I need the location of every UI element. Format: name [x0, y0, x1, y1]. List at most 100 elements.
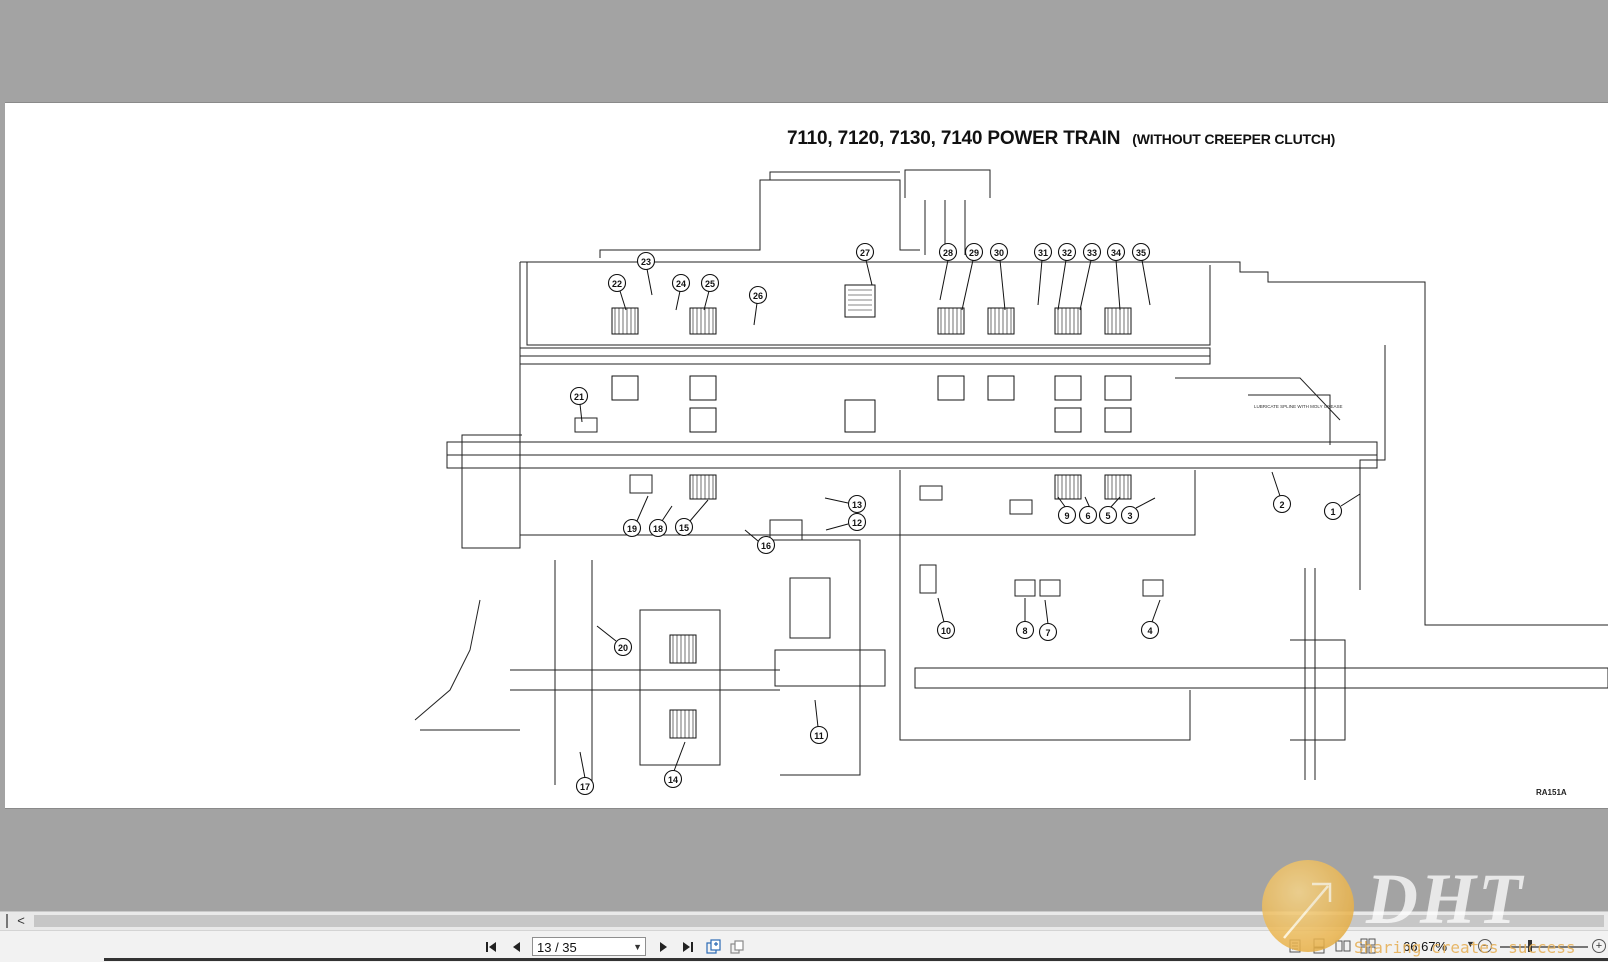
zoom-out-icon[interactable]: − — [1478, 939, 1492, 953]
page-title: 7110, 7120, 7130, 7140 POWER TRAIN (WITHO… — [787, 128, 1335, 150]
last-page-button[interactable] — [678, 937, 698, 957]
callout-30: 30 — [989, 242, 1009, 311]
callout-30-label: 30 — [994, 248, 1004, 258]
callout-5-label: 5 — [1105, 511, 1110, 521]
previous-page-button[interactable] — [507, 937, 527, 957]
window-bottom-edge — [104, 958, 1608, 961]
callout-23: 23 — [636, 251, 656, 296]
single-page-view-icon[interactable] — [1287, 938, 1303, 954]
power-train-diagram: 1 2 3 4 5 6 7 8 9 10 11 12 13 14 15 16 1… — [414, 169, 1608, 796]
callout-22-label: 22 — [612, 279, 622, 289]
callout-21: 21 — [569, 386, 589, 423]
callout-24: 24 — [671, 273, 691, 311]
callout-23-label: 23 — [641, 257, 651, 267]
callout-27-label: 27 — [860, 248, 870, 258]
scroll-splitter[interactable] — [6, 914, 8, 928]
callout-10: 10 — [936, 597, 956, 640]
callout-27: 27 — [855, 242, 875, 286]
callout-13: 13 — [824, 494, 867, 514]
callout-12-label: 12 — [852, 518, 862, 528]
callout-8-label: 8 — [1022, 626, 1027, 636]
callout-9-label: 9 — [1064, 511, 1069, 521]
callout-1: 1 — [1323, 493, 1361, 521]
callout-28: 28 — [938, 242, 958, 301]
callout-19-label: 19 — [627, 524, 637, 534]
callout-3: 3 — [1120, 497, 1156, 525]
callout-35-label: 35 — [1136, 248, 1146, 258]
callout-11-label: 11 — [814, 731, 824, 741]
callout-22: 22 — [607, 273, 627, 311]
callout-17: 17 — [575, 751, 595, 796]
callout-4-label: 4 — [1147, 626, 1152, 636]
prev-page-icon — [513, 942, 520, 952]
zoom-slider-knob[interactable] — [1528, 940, 1532, 952]
document-viewer[interactable]: 1 2 3 4 5 6 7 8 9 10 11 12 13 14 15 16 1… — [0, 0, 1608, 912]
diagram-subtitle: (WITHOUT CREEPER CLUTCH) — [1132, 131, 1336, 147]
page-number-field[interactable]: 13 / 35 ▼ — [532, 937, 646, 956]
first-page-icon — [486, 942, 496, 952]
callout-14-label: 14 — [668, 775, 678, 785]
callout-15-label: 15 — [679, 523, 689, 533]
zoom-in-icon[interactable]: + — [1592, 939, 1606, 953]
callout-7-label: 7 — [1045, 628, 1050, 638]
horizontal-scrollbar[interactable]: < — [0, 911, 1608, 930]
zoom-level[interactable]: 66.67% — [1403, 939, 1448, 954]
callout-18-label: 18 — [653, 524, 663, 534]
add-page-button[interactable] — [703, 937, 723, 957]
page-copy-icon — [730, 940, 744, 954]
continuous-view-icon[interactable] — [1311, 938, 1327, 954]
scroll-left-button[interactable]: < — [17, 913, 25, 928]
callout-34: 34 — [1106, 242, 1126, 311]
callout-2-label: 2 — [1279, 500, 1284, 510]
callout-26: 26 — [748, 285, 768, 326]
callout-14: 14 — [663, 741, 686, 789]
callout-25-label: 25 — [705, 279, 715, 289]
scroll-thumb[interactable] — [34, 915, 1604, 927]
page-number-value: 13 / 35 — [537, 940, 577, 955]
callout-25: 25 — [700, 273, 720, 311]
copy-page-button[interactable] — [727, 937, 747, 957]
callout-35: 35 — [1131, 242, 1151, 306]
callout-3-label: 3 — [1127, 511, 1132, 521]
callout-31: 31 — [1033, 242, 1053, 306]
page-add-icon — [706, 939, 721, 954]
callout-10-label: 10 — [941, 626, 951, 636]
callout-6-label: 6 — [1085, 511, 1090, 521]
callout-2: 2 — [1271, 471, 1292, 514]
figure-code: RA151A — [1536, 788, 1567, 797]
next-page-button[interactable] — [653, 937, 673, 957]
callout-21-label: 21 — [574, 392, 584, 402]
page-dropdown-icon[interactable]: ▼ — [633, 942, 642, 952]
callout-6: 6 — [1078, 496, 1098, 525]
zoom-dropdown-icon[interactable]: ▼ — [1466, 939, 1475, 949]
callout-5: 5 — [1098, 496, 1121, 525]
callout-9: 9 — [1057, 496, 1077, 525]
two-page-view-icon[interactable] — [1335, 938, 1351, 954]
callout-7: 7 — [1038, 599, 1058, 642]
callout-16: 16 — [744, 529, 776, 555]
callout-20: 20 — [596, 625, 633, 657]
callout-34-label: 34 — [1111, 248, 1121, 258]
callout-13-label: 13 — [852, 500, 862, 510]
callout-32: 32 — [1057, 242, 1077, 311]
callout-33: 33 — [1079, 242, 1102, 311]
zoom-slider[interactable] — [1500, 940, 1588, 952]
callout-29: 29 — [961, 242, 984, 311]
first-page-button[interactable] — [481, 937, 501, 957]
callout-12: 12 — [825, 512, 867, 532]
diagram-linework — [414, 169, 1608, 785]
callout-8: 8 — [1015, 598, 1035, 640]
callout-16-label: 16 — [761, 541, 771, 551]
next-page-icon — [660, 942, 667, 952]
callout-11: 11 — [809, 699, 829, 745]
callout-29-label: 29 — [969, 248, 979, 258]
last-page-icon — [683, 942, 693, 952]
callout-17-label: 17 — [580, 782, 590, 792]
diagram-title: 7110, 7120, 7130, 7140 POWER TRAIN — [787, 128, 1121, 149]
callout-19: 19 — [622, 495, 649, 538]
callout-24-label: 24 — [676, 279, 686, 289]
callout-32-label: 32 — [1062, 248, 1072, 258]
callout-1-label: 1 — [1330, 507, 1335, 517]
callout-26-label: 26 — [753, 291, 763, 301]
two-page-continuous-icon[interactable] — [1360, 938, 1376, 954]
